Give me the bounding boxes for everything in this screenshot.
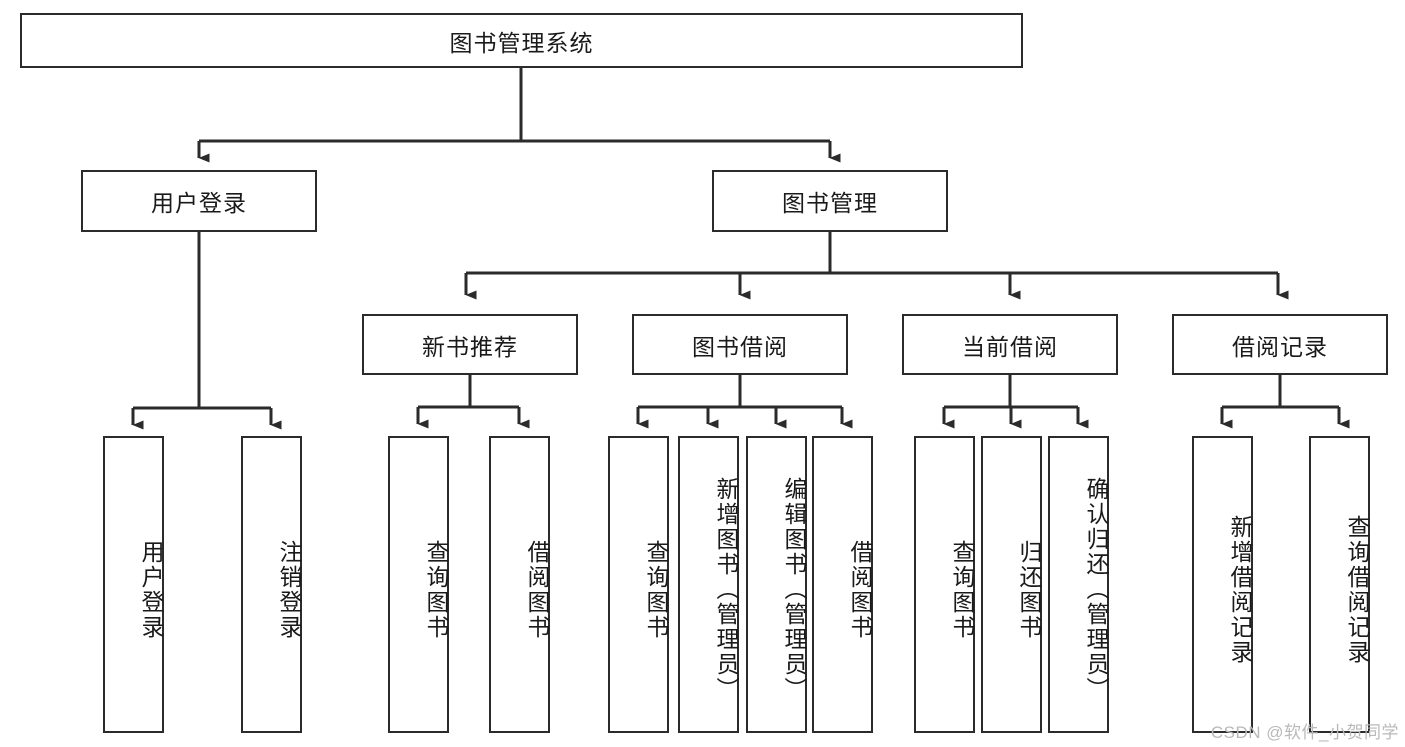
node-book-borrowing[interactable]: 图书借阅: [632, 314, 848, 375]
node-book-management[interactable]: 图书管理: [712, 170, 948, 232]
node-label: 借阅图书: [524, 539, 550, 640]
node-label: 注销登录: [276, 539, 302, 640]
leaf-user-login-logout[interactable]: 注销登录: [241, 436, 302, 733]
node-label: 查询借阅记录: [1344, 514, 1370, 665]
leaf-current-borrow-query-books[interactable]: 查询图书: [914, 436, 975, 733]
node-user-login[interactable]: 用户登录: [81, 170, 317, 232]
node-current-borrowing[interactable]: 当前借阅: [902, 314, 1118, 375]
leaf-user-login-login[interactable]: 用户登录: [103, 436, 164, 733]
node-borrowing-record[interactable]: 借阅记录: [1172, 314, 1388, 375]
node-label: 新增图书（管理员）: [713, 477, 739, 702]
node-label: 编辑图书（管理员）: [781, 477, 807, 702]
node-root-book-management-system[interactable]: 图书管理系统: [20, 13, 1023, 68]
node-label: 查询图书: [949, 539, 975, 640]
node-label: 确认归还（管理员）: [1083, 477, 1109, 702]
leaf-book-borrow-add-book-admin[interactable]: 新增图书（管理员）: [678, 436, 739, 733]
node-label: 新书推荐: [422, 333, 518, 360]
csdn-watermark: CSDN @软件_小贺同学: [1210, 723, 1399, 742]
node-label: 用户登录: [138, 539, 164, 640]
node-label: 图书管理: [782, 190, 878, 216]
leaf-book-borrow-borrow-books[interactable]: 借阅图书: [812, 436, 873, 733]
leaf-borrow-record-add-record[interactable]: 新增借阅记录: [1192, 436, 1253, 733]
node-label: 新增借阅记录: [1227, 514, 1253, 665]
node-label: 查询图书: [643, 539, 669, 640]
node-label: 图书管理系统: [449, 29, 594, 56]
node-label: 查询图书: [423, 539, 449, 640]
node-label: 当前借阅: [962, 333, 1058, 360]
leaf-book-borrow-edit-book-admin[interactable]: 编辑图书（管理员）: [746, 436, 807, 733]
node-label: 图书借阅: [692, 333, 788, 360]
node-label: 借阅图书: [847, 539, 873, 640]
node-new-book-recommendation[interactable]: 新书推荐: [362, 314, 578, 375]
node-label: 借阅记录: [1232, 333, 1328, 360]
node-label: 用户登录: [151, 190, 247, 216]
node-label: 归还图书: [1016, 539, 1042, 640]
leaf-book-borrow-query-books[interactable]: 查询图书: [608, 436, 669, 733]
leaf-new-book-query-books[interactable]: 查询图书: [388, 436, 449, 733]
leaf-new-book-borrow-books[interactable]: 借阅图书: [489, 436, 550, 733]
leaf-current-borrow-confirm-return-admin[interactable]: 确认归还（管理员）: [1048, 436, 1109, 733]
leaf-borrow-record-query-record[interactable]: 查询借阅记录: [1309, 436, 1370, 733]
leaf-current-borrow-return-books[interactable]: 归还图书: [981, 436, 1042, 733]
